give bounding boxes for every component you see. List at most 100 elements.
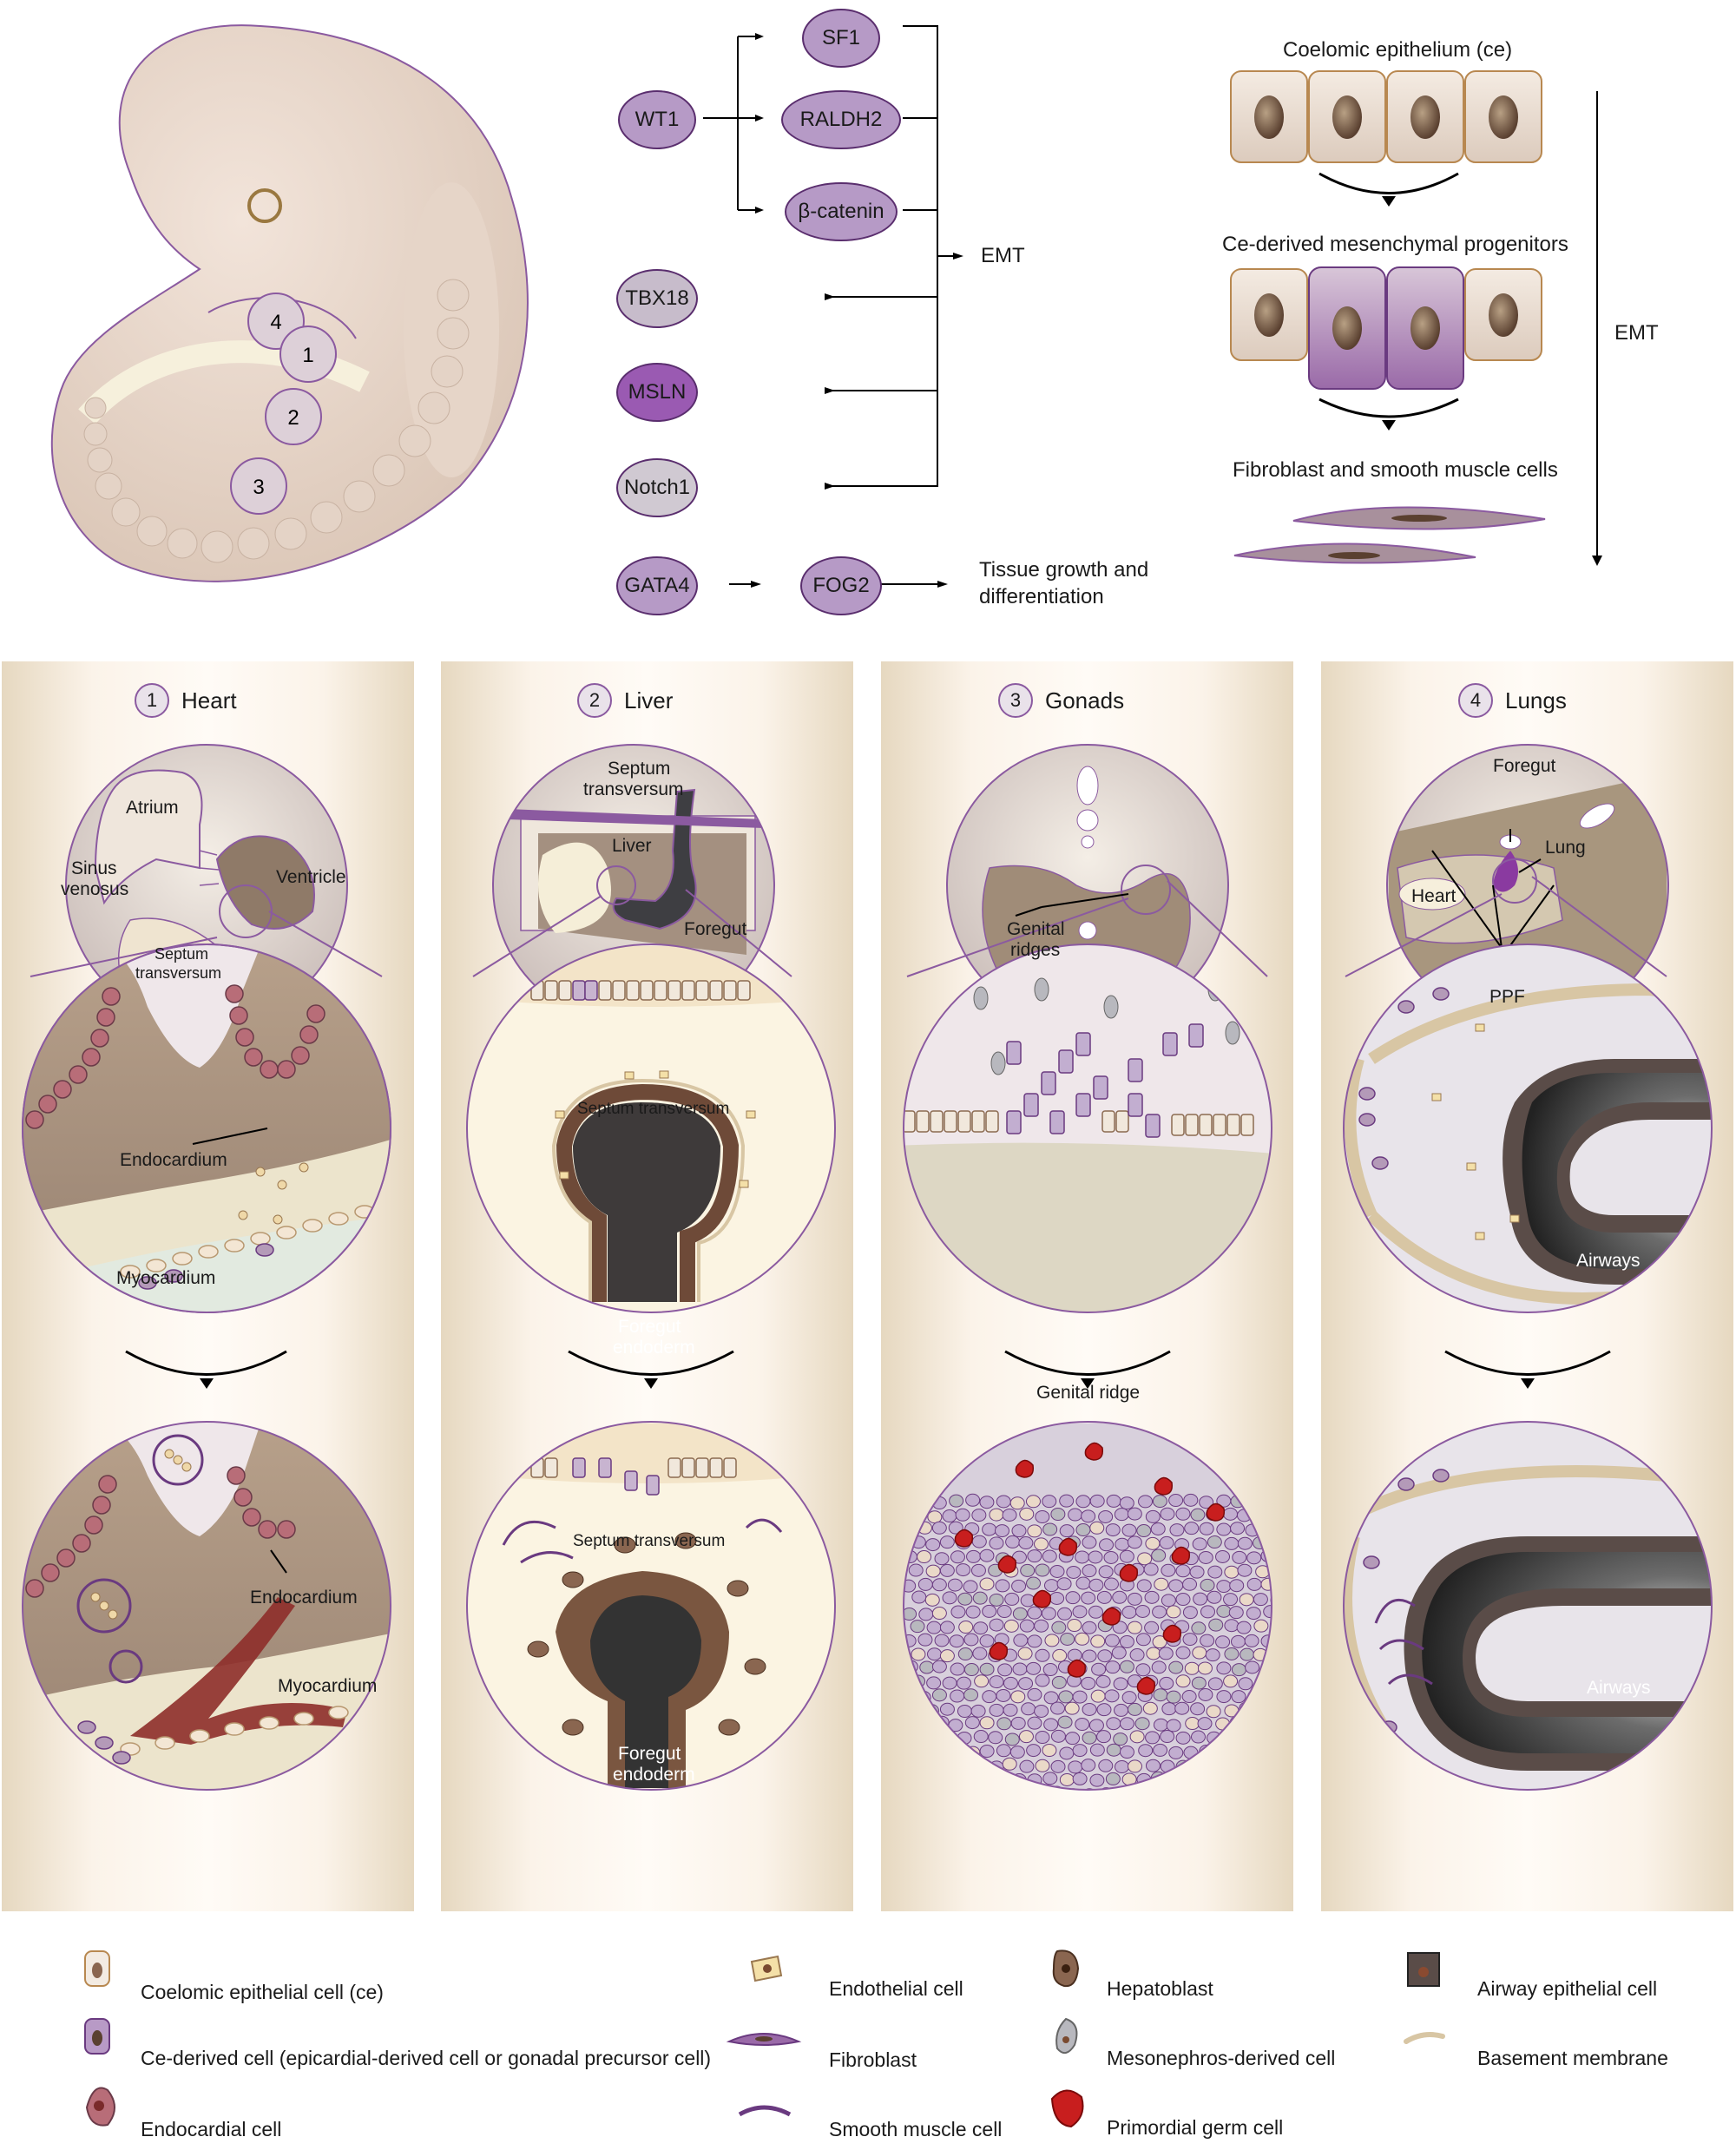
legend-coelomic-epithelial-cell: Coelomic epithelial cell (ce)	[141, 1981, 384, 2003]
gene-tbx18: TBX18	[616, 269, 698, 328]
label-genital-ridges-1: Genital	[1007, 919, 1065, 939]
liver-mid-circle	[466, 944, 836, 1313]
legend-smooth-muscle-cell: Smooth muscle cell	[829, 2118, 1003, 2140]
ce-derived-cell-icon	[84, 2018, 110, 2055]
label-septum-liver-1: Septum	[608, 759, 671, 779]
panel-title-text-heart: Heart	[181, 687, 237, 713]
gonads-bottom-circle	[903, 1421, 1272, 1791]
panel-title-text-gonads: Gonads	[1045, 687, 1125, 713]
emt-step-mesenchymal-progenitors: Ce-derived mesenchymal progenitors	[1222, 233, 1568, 256]
mesonephros-derived-cell-icon	[1055, 2017, 1078, 2055]
region-marker-2: 2	[265, 388, 322, 445]
label-liver: Liver	[612, 836, 652, 856]
label-ppf: PPF	[1489, 987, 1525, 1007]
region-marker-1: 1	[279, 325, 337, 383]
svg-text:3: 3	[253, 476, 264, 499]
label-septum-liver-mid: Septum transversum	[577, 1100, 730, 1118]
legend-hepatoblast: Hepatoblast	[1107, 1977, 1213, 2000]
label-septum-heart-2: transversum	[135, 964, 222, 982]
legend-ce-derived-cell: Ce-derived cell (epicardial-derived cell…	[141, 2047, 712, 2069]
gene-msln: MSLN	[616, 363, 698, 422]
label-myocardium-bottom: Myocardium	[278, 1676, 378, 1696]
legend-basement-membrane: Basement membrane	[1477, 2047, 1668, 2069]
legend-icons	[84, 1949, 1445, 2128]
heart-bottom-circle	[22, 1421, 391, 1791]
panel-title-gonads: 3 Gonads	[998, 683, 1124, 718]
eye-placode	[247, 188, 282, 223]
label-endocardium-mid: Endocardium	[120, 1150, 227, 1170]
label-foregut-endoderm-mid-1: Foregut	[618, 1317, 681, 1337]
endocardial-cell-icon	[85, 2087, 115, 2127]
panel-number-lungs: 4	[1458, 683, 1493, 718]
smooth-muscle-cell-icon	[738, 2105, 792, 2117]
gonads-mid-circle	[903, 944, 1272, 1313]
hepatoblast-icon	[1052, 1949, 1080, 1988]
label-venosus: venosus	[61, 879, 129, 899]
panel-title-text-liver: Liver	[624, 687, 674, 713]
panel-number-liver: 2	[577, 683, 612, 718]
label-airways-bottom: Airways	[1587, 1678, 1651, 1698]
label-sinus: Sinus	[71, 858, 117, 878]
heart-mid-circle	[22, 944, 391, 1313]
label-septum-liver-bottom: Septum transversum	[573, 1532, 726, 1550]
panel-title-lungs: 4 Lungs	[1458, 683, 1567, 718]
gene-network-connectors	[703, 25, 963, 588]
label-foregut-lungs: Foregut	[1493, 756, 1556, 776]
svg-text:2: 2	[287, 406, 299, 430]
panel-number-heart: 1	[135, 683, 169, 718]
basement-membrane-icon	[1404, 2032, 1445, 2044]
legend-endothelial-cell: Endothelial cell	[829, 1977, 963, 2000]
label-ventricle: Ventricle	[276, 867, 346, 887]
panel-title-text-lungs: Lungs	[1505, 687, 1567, 713]
liver-bottom-circle	[466, 1421, 836, 1791]
gene-gata4: GATA4	[616, 556, 698, 615]
label-septum-liver-2: transversum	[583, 779, 684, 799]
legend-airway-epithelial-cell: Airway epithelial cell	[1477, 1977, 1658, 2000]
emt-vertical-label: EMT	[1614, 321, 1659, 345]
gene-fog2: FOG2	[800, 556, 882, 615]
legend-fibroblast: Fibroblast	[829, 2048, 917, 2071]
legend-endocardial-cell: Endocardial cell	[141, 2118, 282, 2140]
emt-step-coelomic-epithelium: Coelomic epithelium (ce)	[1283, 38, 1513, 62]
label-foregut-endoderm-bottom-1: Foregut	[618, 1744, 681, 1764]
gene-wt1: WT1	[618, 90, 696, 149]
label-foregut-endoderm-bottom-2: endoderm	[613, 1765, 695, 1785]
panel-title-heart: 1 Heart	[135, 683, 237, 718]
legend-mesonephros-derived-cell: Mesonephros-derived cell	[1107, 2047, 1336, 2069]
emt-scheme-cells	[1230, 70, 1602, 566]
lungs-mid-circle	[1343, 944, 1713, 1313]
label-myocardium-mid: Myocardium	[116, 1268, 216, 1288]
label-airways-mid: Airways	[1576, 1251, 1641, 1271]
svg-text:1: 1	[302, 344, 313, 367]
region-marker-3: 3	[230, 457, 287, 515]
panels-artwork	[22, 744, 1713, 1791]
label-foregut-liver: Foregut	[684, 919, 747, 939]
primordial-germ-cell-icon	[1050, 2089, 1084, 2128]
coelomic-epithelial-cell-icon	[84, 1950, 110, 1987]
tissue-growth-label-1: Tissue growth and	[979, 558, 1149, 582]
svg-text:4: 4	[270, 311, 281, 334]
label-heart-lungs: Heart	[1411, 886, 1457, 906]
emt-step-fibroblast-smooth-muscle: Fibroblast and smooth muscle cells	[1233, 458, 1558, 482]
label-foregut-endoderm-mid-2: endoderm	[613, 1338, 695, 1358]
label-septum-heart-1: Septum	[155, 945, 209, 963]
label-lung: Lung	[1545, 838, 1586, 858]
tissue-growth-label-2: differentiation	[979, 585, 1104, 608]
gene-notch1: Notch1	[616, 458, 698, 517]
embryo-illustration: 4 1 2 3	[50, 24, 529, 582]
endothelial-cell-icon	[750, 1955, 783, 1982]
label-atrium: Atrium	[126, 798, 179, 818]
panel-title-liver: 2 Liver	[577, 683, 673, 718]
label-endocardium-bottom: Endocardium	[250, 1588, 358, 1608]
lungs-bottom-circle	[1343, 1421, 1713, 1791]
gene-sf1: SF1	[802, 9, 880, 68]
label-genital-ridge: Genital ridge	[1036, 1383, 1141, 1403]
emt-label: EMT	[981, 244, 1025, 267]
gene-raldh2: RALDH2	[781, 90, 901, 149]
fibroblast-icon	[726, 2033, 802, 2046]
gene-beta-catenin: β-catenin	[785, 182, 898, 241]
legend-primordial-germ-cell: Primordial germ cell	[1107, 2116, 1284, 2139]
airway-epithelial-cell-icon	[1407, 1952, 1440, 1987]
panel-number-gonads: 3	[998, 683, 1033, 718]
label-genital-ridges-2: ridges	[1010, 940, 1061, 960]
